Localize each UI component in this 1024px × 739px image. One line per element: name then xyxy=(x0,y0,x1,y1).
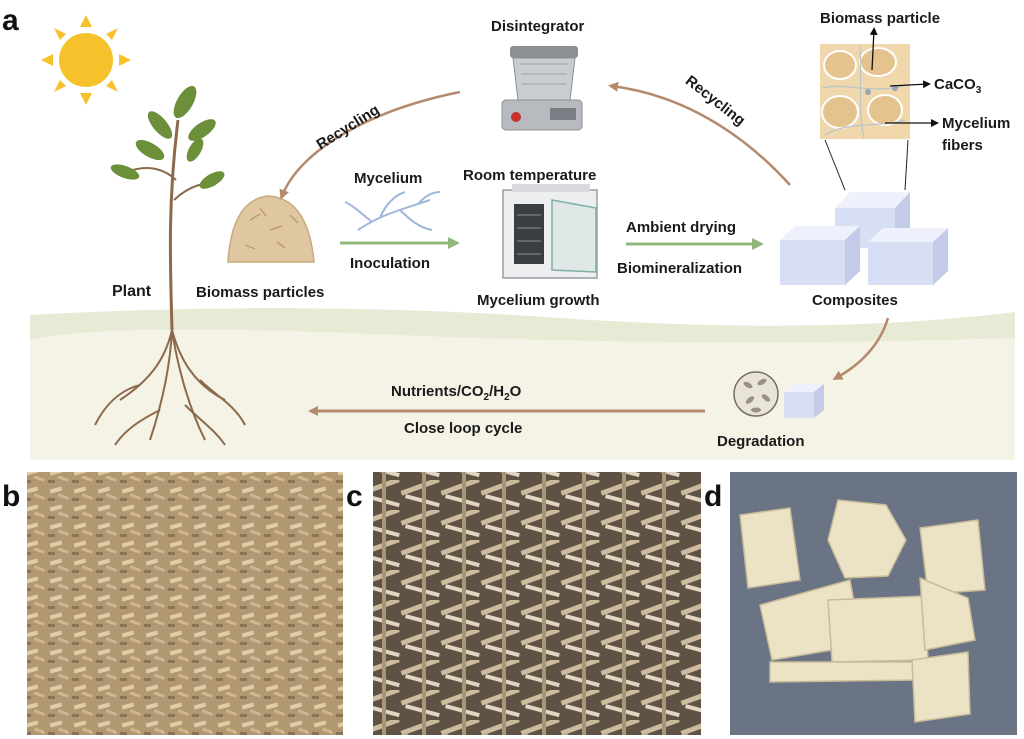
close-loop-label: Close loop cycle xyxy=(404,420,522,437)
composite-blocks-icon xyxy=(780,192,948,285)
panel-a: a xyxy=(2,4,1015,460)
disintegrator-label: Disintegrator xyxy=(491,18,585,35)
ambient-drying-label: Ambient drying xyxy=(626,219,736,236)
caco3-label: CaCO3 xyxy=(934,76,982,96)
hay-pile-icon xyxy=(227,195,315,263)
composites-label: Composites xyxy=(812,292,898,309)
mycelium-icon xyxy=(344,191,441,231)
mycelium-label: Mycelium xyxy=(354,170,422,187)
panel-letter-c: c xyxy=(346,480,363,513)
mycelium-growth-label: Mycelium growth xyxy=(477,292,600,309)
nutrients-label: Nutrients/CO2/H2O xyxy=(391,383,522,403)
recycling-arrow-left xyxy=(279,90,461,200)
panel-d: d xyxy=(704,472,1017,735)
degradation-icon xyxy=(733,371,824,418)
room-temperature-label: Room temperature xyxy=(463,167,596,184)
panel-letter-b: b xyxy=(2,480,20,513)
biomass-particles-label: Biomass particles xyxy=(196,284,324,301)
caco3-pointer xyxy=(889,80,931,89)
biomass-particle-label: Biomass particle xyxy=(820,10,940,27)
grass-strip xyxy=(30,308,1015,343)
sun-icon xyxy=(41,15,131,105)
inoculation-label: Inoculation xyxy=(350,255,430,272)
disintegrator-icon xyxy=(501,46,583,131)
wood-pallets-photo xyxy=(373,472,701,735)
panel-letter-a: a xyxy=(2,4,19,37)
mycelium-fibers-label-2: fibers xyxy=(942,137,983,154)
incubator-icon xyxy=(502,184,598,279)
panel-b: b xyxy=(2,472,343,735)
degradation-arrow xyxy=(832,317,890,380)
biomineralization-label: Biomineralization xyxy=(617,260,742,277)
composite-products xyxy=(739,499,986,723)
wood-chips-photo xyxy=(27,472,343,735)
recycling-label-right: Recycling xyxy=(682,72,748,129)
degradation-label: Degradation xyxy=(717,433,805,450)
mycelium-fibers-label-1: Mycelium xyxy=(942,115,1010,132)
panel-letter-d: d xyxy=(704,480,722,513)
microstructure-icon xyxy=(820,44,910,191)
recycling-label-left: Recycling xyxy=(313,101,382,153)
ground-band xyxy=(30,308,1015,460)
plant-icon xyxy=(94,85,246,446)
panel-c: c xyxy=(346,472,701,735)
biomass-particle-pointer xyxy=(869,27,878,71)
plant-label: Plant xyxy=(112,283,152,300)
recycling-arrow-right xyxy=(608,81,791,186)
